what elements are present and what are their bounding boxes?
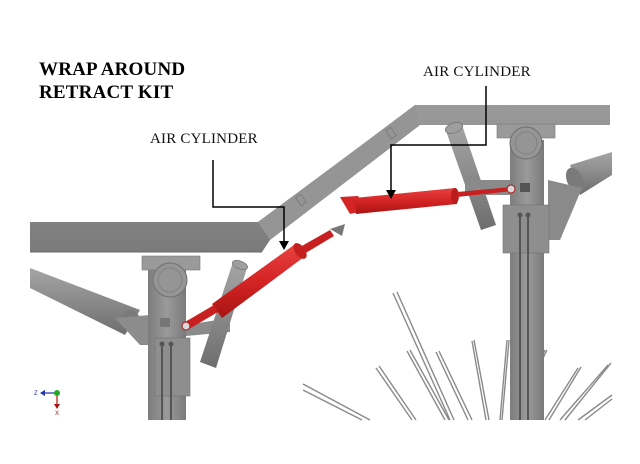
spray-rods xyxy=(302,291,613,421)
main-frame-beam xyxy=(30,105,610,253)
rod xyxy=(375,367,413,421)
rod xyxy=(544,367,579,421)
rod xyxy=(406,350,446,421)
rod xyxy=(396,291,455,421)
arrowhead-left xyxy=(279,241,289,250)
callout-leader-right xyxy=(390,86,487,192)
rod xyxy=(409,349,450,421)
x-axis-arrow xyxy=(54,404,60,409)
z-axis-label: Z xyxy=(34,391,38,397)
air-cylinder-right xyxy=(340,184,516,214)
rod xyxy=(302,383,371,421)
air-cylinder-left xyxy=(181,224,345,331)
left-support-arm xyxy=(30,268,158,345)
axis-origin xyxy=(54,390,60,396)
rod xyxy=(473,339,490,421)
arrowhead-right xyxy=(386,190,396,199)
rod xyxy=(501,339,510,421)
rod xyxy=(302,389,363,421)
rod xyxy=(564,362,612,421)
callout-leader-left xyxy=(212,160,285,243)
rod xyxy=(559,364,609,421)
title-line-2: RETRACT KIT xyxy=(39,82,174,103)
rod xyxy=(577,394,613,421)
rod xyxy=(548,366,582,421)
rod xyxy=(392,292,451,421)
rod xyxy=(378,365,417,421)
z-axis-arrow xyxy=(40,390,45,396)
rod xyxy=(438,350,473,421)
axis-triad: Z X xyxy=(34,390,60,417)
title-line-1: WRAP AROUND xyxy=(39,59,186,80)
left-post xyxy=(141,255,230,420)
rod xyxy=(471,340,487,421)
diagram-title: WRAP AROUND RETRACT KIT xyxy=(39,58,185,104)
rod xyxy=(435,351,469,421)
rod xyxy=(584,398,613,421)
callout-label-air-cylinder-right: AIR CYLINDER xyxy=(423,64,531,80)
callout-label-air-cylinder-left: AIR CYLINDER xyxy=(150,131,258,147)
rod xyxy=(499,339,508,421)
right-secondary-tube xyxy=(445,122,496,230)
right-support-arm xyxy=(548,152,612,240)
x-axis-label: X xyxy=(55,411,59,417)
